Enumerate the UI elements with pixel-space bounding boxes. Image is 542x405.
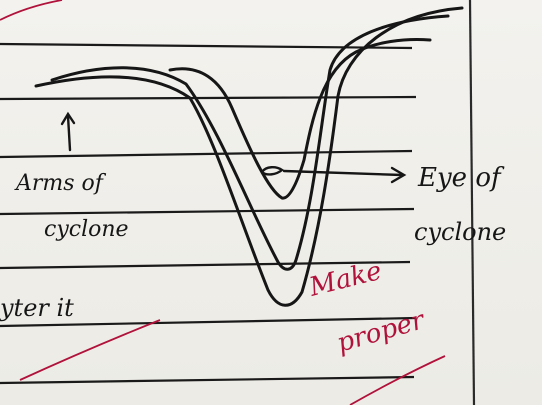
eye-arrow: [260, 166, 407, 184]
cyclone-middle-wall: [50, 14, 450, 271]
teacher-note-line2: proper: [334, 305, 430, 359]
ruled-line: [0, 207, 415, 216]
correction-marks: [0, 0, 446, 405]
arms-label-line1: Arms of: [14, 171, 107, 196]
ruled-lines: [0, 42, 417, 385]
cyclone-outline: [34, 6, 464, 307]
ruled-line: [0, 316, 417, 328]
ruled-line: [0, 95, 417, 101]
ruled-line: [0, 149, 413, 159]
partial-text: yter it: [0, 294, 74, 322]
ruled-line: [0, 375, 415, 385]
eye-label-line1: Eye of: [417, 163, 505, 193]
arms-label-line2: cyclone: [44, 217, 129, 242]
margin-line: [468, 0, 476, 405]
arms-arrow: [60, 111, 76, 152]
cyclone-outer-wall: [34, 6, 464, 307]
ruled-line: [0, 260, 411, 270]
cyclone-inner-wall: [168, 38, 432, 200]
eye-label-line2: cyclone: [414, 218, 506, 246]
